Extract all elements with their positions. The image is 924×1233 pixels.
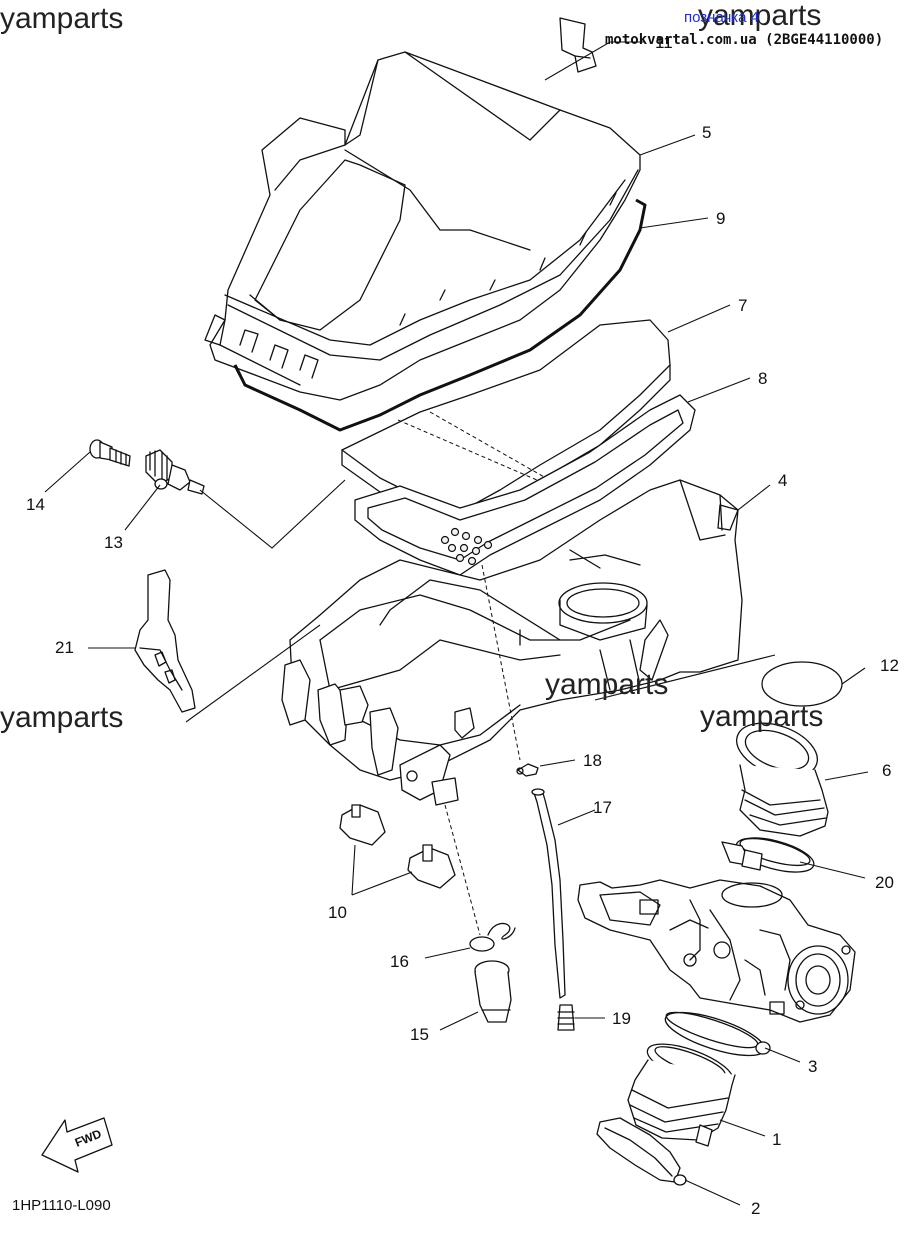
part-18-clip — [516, 763, 539, 777]
callout-6: 6 — [882, 761, 891, 780]
part-11-label-tag — [559, 17, 597, 73]
diagram-code: 1HP1110-L090 — [12, 1197, 111, 1214]
callout-10: 10 — [328, 903, 347, 922]
callout-14: 14 — [26, 495, 45, 514]
callout-11: 11 — [655, 33, 673, 52]
callout-5: 5 — [702, 123, 711, 142]
part-10-dampers — [339, 804, 456, 889]
watermark: yamparts — [0, 701, 123, 734]
element-mesh-holes — [440, 527, 493, 566]
callout-21: 21 — [55, 638, 74, 657]
watermark: yamparts — [0, 2, 123, 35]
site-reference: motokvartal.com.ua (2BGE44110000) — [605, 32, 883, 48]
watermark: yamparts — [698, 0, 821, 32]
part-15-drain-boot — [474, 960, 512, 1023]
part-16-clip — [469, 922, 516, 952]
callout-3: 3 — [808, 1057, 817, 1076]
callout-7: 7 — [738, 296, 747, 315]
callout-17: 17 — [593, 798, 612, 817]
watermark: yamparts — [700, 700, 823, 733]
leader-lines — [44, 41, 869, 1206]
part-3-clamp — [664, 1011, 771, 1057]
part-2-clamp — [596, 1117, 687, 1186]
callout-20: 20 — [875, 873, 894, 892]
callout-4: 4 — [778, 471, 787, 490]
callout-12: 12 — [880, 656, 899, 675]
fwd-arrow: FWD — [41, 1117, 113, 1173]
part-21-holder — [134, 569, 196, 713]
watermark: yamparts — [545, 668, 668, 701]
part-9-gasket — [233, 198, 647, 432]
callout-18: 18 — [583, 751, 602, 770]
header-link[interactable]: позначка 4 — [684, 9, 759, 26]
callout-1: 1 — [772, 1130, 781, 1149]
watermarks: yamparts yamparts yamparts yamparts yamp… — [0, 0, 823, 734]
part-1-joint — [627, 1043, 736, 1147]
header-link-text[interactable]: позначка 4 — [684, 9, 759, 26]
callout-16: 16 — [390, 952, 409, 971]
part-8-element-seal — [354, 394, 696, 576]
part-4-filter-case — [281, 479, 743, 806]
part-14-bolt — [89, 439, 131, 467]
throttle-body — [577, 879, 856, 1023]
part-13-collar — [145, 449, 205, 495]
callout-8: 8 — [758, 369, 767, 388]
callout-2: 2 — [751, 1199, 760, 1218]
callout-19: 19 — [612, 1009, 631, 1028]
part-17-hose — [531, 788, 566, 999]
callout-13: 13 — [104, 533, 123, 552]
part-6-intake-joint — [736, 722, 829, 837]
callout-9: 9 — [716, 209, 725, 228]
part-19-plug — [557, 1004, 575, 1031]
part-5-case-cover — [204, 51, 641, 401]
callout-numbers: 11 5 9 7 8 4 14 13 21 12 6 18 17 20 10 1… — [26, 33, 899, 1218]
part-20-clamp — [721, 837, 815, 873]
callout-15: 15 — [410, 1025, 429, 1044]
